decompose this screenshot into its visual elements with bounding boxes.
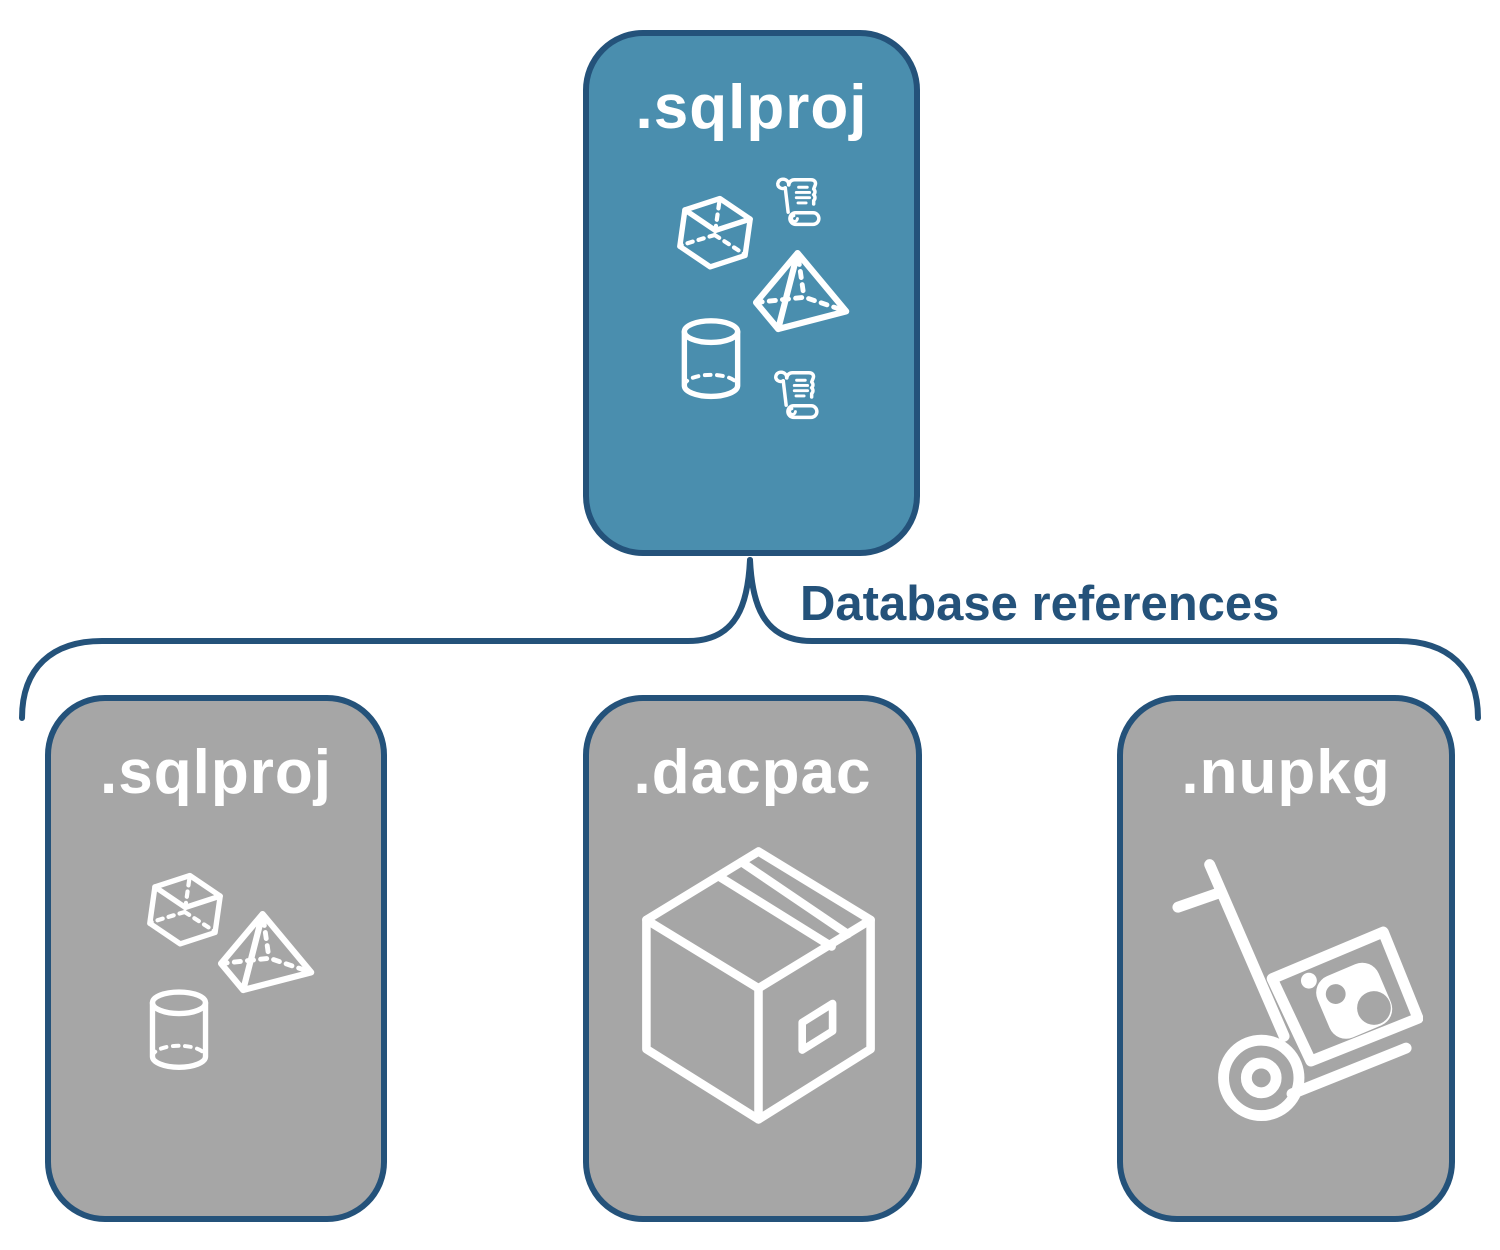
hand-truck-icon bbox=[1165, 857, 1423, 1141]
node-title: .sqlproj bbox=[635, 73, 868, 142]
script-icon bbox=[769, 169, 827, 231]
pyramid-icon bbox=[747, 246, 857, 352]
node-title: .dacpac bbox=[633, 738, 872, 807]
node-dacpac: .dacpac bbox=[583, 695, 922, 1222]
script-icon bbox=[767, 362, 825, 424]
node-sqlproj-parent: .sqlproj bbox=[583, 30, 920, 556]
cylinder-icon bbox=[143, 987, 215, 1073]
connector-label: Database references bbox=[800, 577, 1280, 631]
pyramid-icon bbox=[213, 907, 321, 1013]
node-title: .sqlproj bbox=[100, 738, 332, 807]
node-title: .nupkg bbox=[1181, 738, 1391, 807]
package-box-icon bbox=[635, 841, 882, 1128]
cylinder-icon bbox=[675, 314, 747, 404]
node-nupkg: .nupkg bbox=[1117, 695, 1455, 1222]
node-sqlproj-child: .sqlproj bbox=[45, 695, 387, 1222]
